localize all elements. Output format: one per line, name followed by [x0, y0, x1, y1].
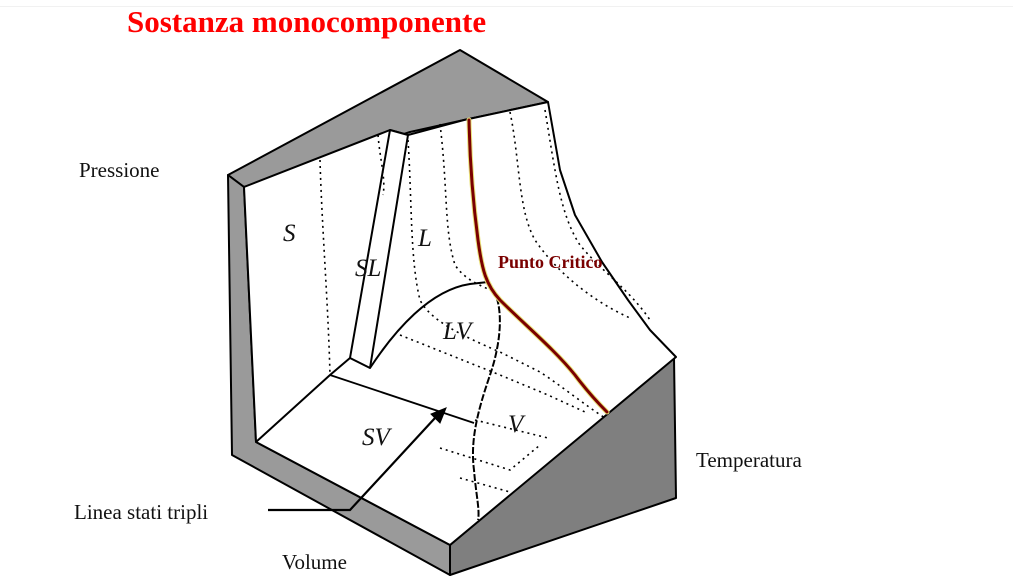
liquid-vapor-boundary-left	[369, 281, 489, 369]
region-label-lv: LV	[442, 318, 474, 345]
axis-label-volume: Volume	[282, 550, 347, 574]
surface-outline	[243, 101, 677, 546]
slide-title: Sostanza monocomponente	[127, 4, 487, 39]
axis-label-pressione: Pressione	[79, 158, 160, 182]
isotherm-8	[439, 444, 541, 471]
isotherms	[319, 109, 651, 493]
arrowhead	[430, 407, 447, 424]
triple-line-label: Linea stati tripli	[74, 500, 209, 524]
top-border-line	[0, 6, 1013, 7]
region-label-sl: SL	[355, 255, 381, 282]
liquid-vapor-dome	[471, 281, 501, 521]
triple-line	[329, 374, 475, 424]
axis-label-temperatura: Temperatura	[696, 448, 802, 472]
region-label-v: V	[508, 411, 526, 438]
region-label-s: S	[283, 220, 296, 247]
isotherm-9	[459, 477, 511, 493]
region-label-sv: SV	[362, 424, 393, 451]
isotherm-6	[544, 109, 651, 321]
region-label-l: L	[417, 225, 432, 252]
isotherm-1	[319, 159, 331, 376]
isotherm-10	[474, 419, 549, 439]
isotherm-7	[399, 334, 586, 413]
isotherm-3	[407, 139, 606, 419]
solid-vapor-back-edge	[255, 357, 351, 443]
triple-line-pointer	[268, 417, 436, 512]
critical-point-label: Punto Critico	[498, 252, 602, 272]
critical-isotherm-core	[467, 118, 609, 414]
isotherm-4	[439, 123, 491, 291]
